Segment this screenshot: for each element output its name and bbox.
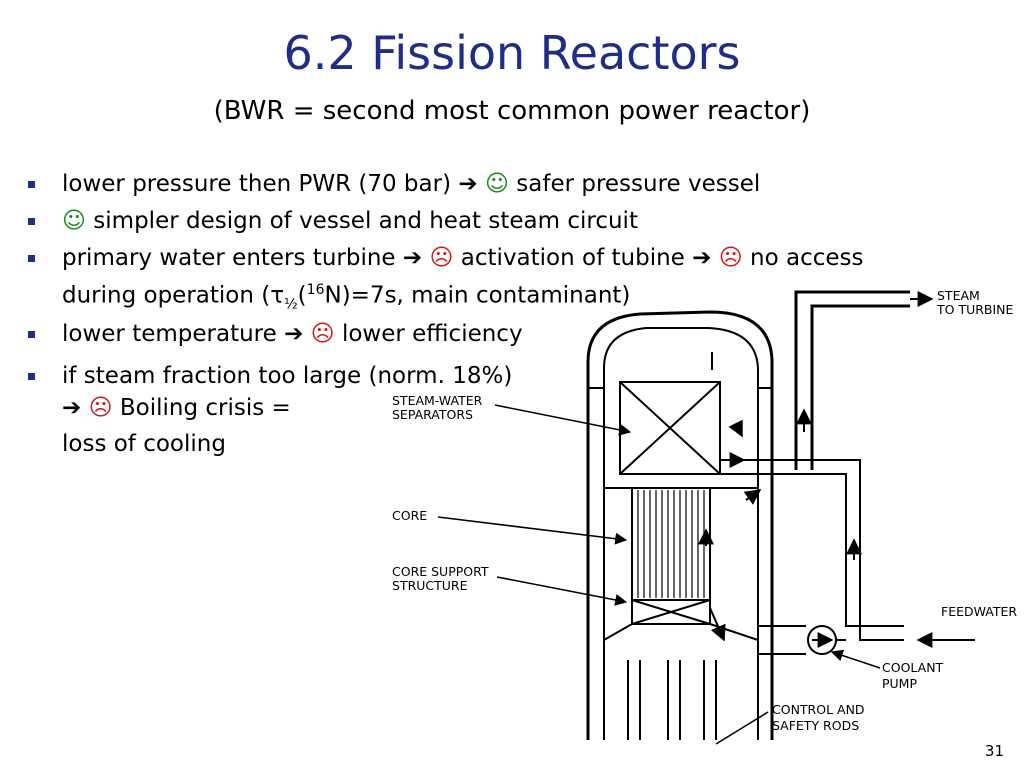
frown-icon: ☹ bbox=[310, 321, 335, 347]
slide-title: 6.2 Fission Reactors bbox=[283, 26, 741, 80]
arrow-icon: ➔ bbox=[458, 171, 478, 197]
label-steam: STEAM bbox=[937, 288, 980, 303]
frown-icon: ☹ bbox=[429, 245, 454, 271]
frown-icon: ☹ bbox=[88, 395, 113, 421]
label-feedwater: FEEDWATER bbox=[941, 604, 1017, 619]
label-safety-rods: SAFETY RODS bbox=[772, 718, 859, 733]
half-subscript: ½ bbox=[284, 296, 298, 313]
bullet-marker bbox=[28, 255, 35, 262]
arrow-icon: ➔ bbox=[284, 321, 304, 347]
smiley-icon: ☺ bbox=[62, 208, 86, 234]
label-coolant: COOLANT bbox=[882, 660, 944, 675]
bullet-marker bbox=[28, 331, 35, 338]
label-structure: STRUCTURE bbox=[392, 578, 468, 593]
arrow-icon: ➔ bbox=[402, 245, 423, 271]
arrow-icon: ➔ bbox=[692, 245, 712, 271]
label-pump: PUMP bbox=[882, 676, 917, 691]
label-steam-water: STEAM-WATER bbox=[392, 393, 483, 408]
label-separators: SEPARATORS bbox=[392, 407, 473, 422]
label-core: CORE bbox=[392, 508, 427, 523]
smiley-icon: ☺ bbox=[484, 171, 509, 197]
page-number: 31 bbox=[984, 742, 1004, 760]
bullet-marker bbox=[28, 181, 35, 188]
mass-number: 16 bbox=[306, 282, 325, 298]
frown-icon: ☹ bbox=[718, 245, 743, 271]
bullet-marker bbox=[28, 373, 35, 380]
label-control-and: CONTROL AND bbox=[772, 702, 865, 717]
label-to-turbine: TO TURBINE bbox=[936, 302, 1014, 317]
label-core-support: CORE SUPPORT bbox=[392, 564, 489, 579]
bullet-marker bbox=[28, 218, 35, 225]
slide-subtitle: (BWR = second most common power reactor) bbox=[213, 96, 811, 126]
arrow-icon: ➔ bbox=[62, 395, 82, 421]
tau-symbol: τ bbox=[270, 282, 285, 309]
